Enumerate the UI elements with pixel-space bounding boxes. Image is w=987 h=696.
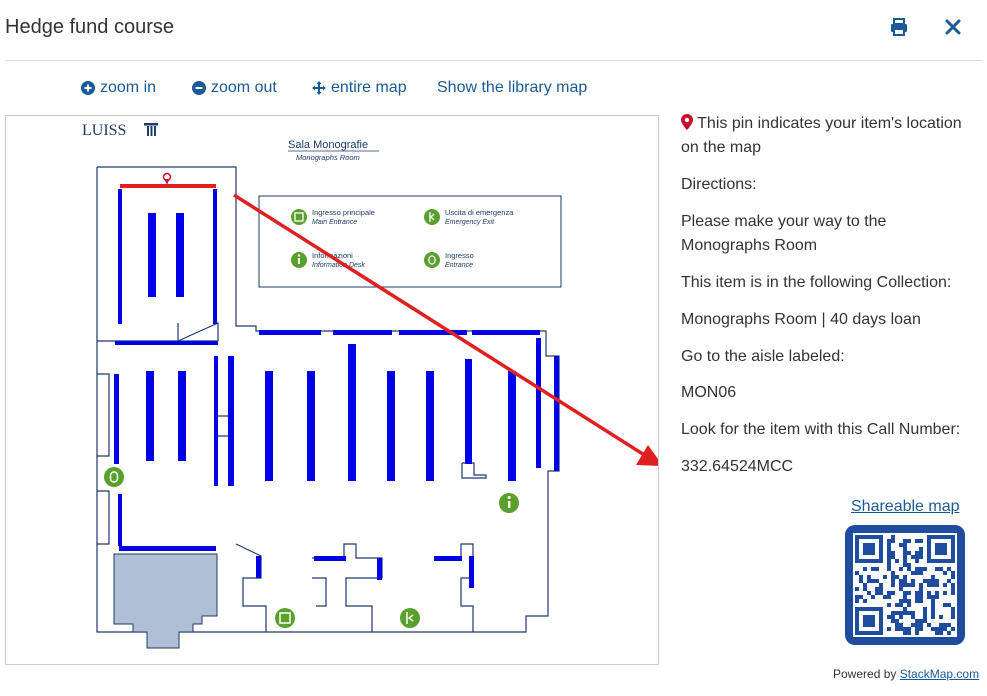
zoom-in-button[interactable]: zoom in [81, 79, 156, 97]
legend-emergency-exit: Uscita di emergenza [445, 208, 514, 217]
shelves [114, 189, 559, 588]
collection-value: Monographs Room | 40 days loan [681, 311, 921, 328]
powered-by-label: Powered by [833, 667, 897, 681]
move-arrows-icon [312, 81, 326, 95]
dialog-title: Hedge fund course [5, 16, 175, 38]
callnumber-label: Look for the item with this Call Number: [681, 421, 961, 438]
entire-map-label: entire map [331, 79, 407, 96]
callnumber-value: 332.64524MCC [681, 458, 794, 475]
luiss-emblem-icon [144, 123, 158, 136]
zoom-out-label: zoom out [211, 79, 277, 96]
minus-circle-icon [192, 81, 206, 95]
room-title: Sala Monografie [288, 139, 368, 151]
legend-info-en: Information Desk [312, 262, 365, 269]
legend-emergency-exit-en: Emergency Exit [445, 219, 495, 226]
qr-code[interactable] [845, 525, 965, 645]
entrance-icon [424, 252, 440, 268]
legend-entrance: Ingresso [445, 251, 474, 260]
zoom-in-label: zoom in [100, 79, 157, 96]
info-marker-icon [499, 493, 519, 513]
location-pin-icon [162, 172, 172, 185]
legend-main-entrance: Ingresso principale [312, 208, 375, 217]
printer-icon [891, 18, 907, 36]
main-entrance-icon [291, 209, 307, 225]
stackmap-link[interactable]: StackMap.com [899, 667, 980, 681]
map-viewport[interactable]: LUISS Sala Monografie Monographs Room In… [5, 115, 663, 665]
aisle-label: Go to the aisle labeled: [681, 348, 845, 365]
map-pin-icon [681, 114, 693, 130]
aisle-value: MON06 [681, 384, 737, 401]
qr-code-icon [853, 533, 957, 637]
entrance-marker-icon [104, 467, 124, 487]
collection-label: This item is in the following Collection… [681, 274, 952, 291]
plus-circle-icon [81, 81, 95, 95]
emergency-exit-icon [424, 209, 440, 225]
legend-main-entrance-en: Main Entrance [312, 219, 357, 226]
room-subtitle: Monographs Room [296, 153, 360, 162]
show-library-map-link[interactable]: Show the library map [437, 79, 588, 96]
directions-text: Please make your way to the Monographs R… [681, 213, 887, 254]
zoom-out-button[interactable]: zoom out [192, 79, 277, 97]
close-icon [945, 19, 961, 35]
direction-arrow [233, 193, 663, 466]
legend-entrance-en: Entrance [445, 262, 473, 269]
floor-plan: LUISS Sala Monografie Monographs Room In… [82, 122, 663, 649]
entire-map-button[interactable]: entire map [312, 79, 407, 97]
shareable-map-link[interactable]: Shareable map [851, 498, 960, 515]
print-button[interactable] [886, 14, 912, 40]
directions-label: Directions: [681, 176, 757, 193]
luiss-logo: LUISS [82, 122, 126, 139]
close-button[interactable] [940, 14, 966, 40]
info-icon [291, 252, 307, 268]
storage-room [113, 553, 218, 649]
emergency-exit-marker-icon [400, 608, 420, 628]
powered-by: Powered by StackMap.com [833, 667, 979, 681]
pin-text: This pin indicates your item's location … [681, 115, 962, 156]
main-entrance-marker-icon [275, 608, 295, 628]
highlighted-aisle [120, 184, 216, 188]
header-divider [5, 60, 982, 61]
pin-explanation: This pin indicates your item's location … [681, 112, 976, 160]
